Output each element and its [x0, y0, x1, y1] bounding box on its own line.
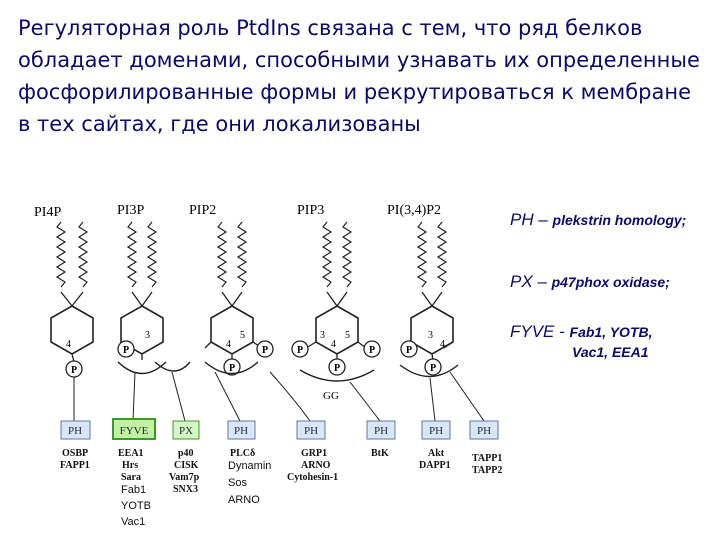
domain-box-ph-4 [366, 420, 396, 440]
lipid-tails [55, 221, 448, 288]
legend-sep: – [532, 272, 552, 291]
protein-name: Sos [228, 477, 247, 489]
protein-name: EEA1 [118, 448, 144, 459]
protein-name: p40 [178, 448, 194, 459]
ring-position: 5 [345, 330, 350, 341]
phosphate-label: P [430, 363, 436, 374]
domain-box-ph-5 [421, 420, 451, 440]
phosphate-label: P [123, 345, 129, 356]
domain-label: PH [304, 425, 318, 437]
legend-desc: Fab1, YOTB, [569, 324, 653, 340]
protein-name: Dynamin [228, 460, 271, 472]
domain-label: PH [374, 425, 388, 437]
domain-label: PH [68, 425, 82, 437]
protein-name: GRP1 [301, 448, 327, 459]
lipid-label-pip3: PIP3 [297, 203, 324, 218]
legend-sep: – [533, 210, 553, 229]
protein-name: OSBP [62, 448, 88, 459]
ring-position: 3 [145, 330, 150, 341]
ring-position: 4 [66, 339, 71, 350]
legend-abbr: PX [510, 272, 533, 291]
protein-name: ARNO [228, 494, 260, 506]
domain-box-ph-2 [227, 420, 256, 440]
protein-name: Hrs [122, 460, 138, 471]
domain-box-fyve [112, 418, 156, 440]
ring-position-numbers: 4 3 4 5 3 4 5 3 4 [66, 330, 445, 350]
lipid-label-pip2: PIP2 [189, 203, 216, 218]
phosphate-label: P [71, 365, 77, 376]
legend-desc-line2: Vac1, EEA1 [572, 344, 649, 360]
legend-sep: - [554, 322, 570, 341]
domain-label: FYVE [120, 425, 149, 437]
ring-position: 3 [320, 330, 325, 341]
phosphate-label: P [262, 345, 268, 356]
domain-label: PX [179, 425, 193, 437]
domain-labels: PH FYVE PX PH PH PH PH PH [68, 425, 491, 437]
protein-name: DAPP1 [419, 460, 451, 471]
protein-name: SNX3 [173, 484, 198, 495]
protein-name: FAPP1 [60, 460, 90, 471]
protein-name: Vam7p [169, 472, 200, 483]
inositol-rings [50, 305, 454, 355]
binding-pockets [117, 361, 459, 382]
phosphate-label: P [369, 345, 375, 356]
domain-box-ph-3 [296, 420, 326, 440]
legend-px: PX – p47phox oxidase; [510, 272, 670, 292]
protein-name: Fab1 [121, 484, 146, 496]
protein-name: TAPP2 [472, 465, 502, 476]
lipid-linkers [60, 291, 443, 308]
phosphate-label: P [406, 345, 412, 356]
slide-title: Регуляторная роль PtdIns связана с тем, … [18, 16, 700, 136]
protein-name: Cytohesin-1 [287, 472, 338, 483]
domain-box-ph-1 [60, 420, 91, 440]
domain-box-ph-6 [469, 420, 499, 440]
ring-position: 5 [240, 330, 245, 341]
added-protein-names: Fab1 YOTB Vac1 Dynamin Sos ARNO [121, 460, 271, 528]
ring-position: 4 [226, 339, 231, 350]
ring-position: 4 [440, 339, 445, 350]
protein-name: ARNO [301, 460, 331, 471]
domain-label: PH [429, 425, 443, 437]
phosphate-label: P [334, 363, 340, 374]
legend-abbr: PH [510, 210, 534, 229]
binding-connectors [73, 371, 485, 422]
protein-name: Sara [121, 472, 141, 483]
protein-name: CISK [174, 460, 199, 471]
protein-name: TAPP1 [472, 453, 502, 464]
legend-abbr: FYVE [510, 322, 555, 341]
protein-name: PLCδ [230, 448, 255, 459]
gg-label: GG [323, 390, 339, 402]
lipid-label-pi3p: PI3P [117, 203, 144, 218]
domain-label: PH [234, 425, 248, 437]
protein-name: BtK [371, 448, 389, 459]
phosphate-label: P [297, 345, 303, 356]
protein-name: Akt [428, 448, 445, 459]
legend-fyve: FYVE - Fab1, YOTB, Vac1, EEA1 [510, 322, 653, 360]
legend-ph: PH – plekstrin homology; [510, 210, 686, 230]
ring-position: 3 [428, 330, 433, 341]
phosphate-label: P [229, 363, 235, 374]
lipid-label-pi4p: PI4P [34, 205, 61, 220]
phosphate-groups [65, 340, 442, 378]
lipid-label-pi34p2: PI(3,4)P2 [387, 203, 441, 218]
domain-label: PH [477, 425, 491, 437]
phosphate-labels: P P P P P P P P P [71, 345, 436, 376]
protein-name: YOTB [121, 500, 151, 512]
protein-names: OSBP FAPP1 EEA1 Hrs Sara p40 CISK Vam7p … [60, 448, 502, 495]
protein-name: Vac1 [121, 516, 145, 528]
legend-desc: p47phox oxidase; [551, 274, 670, 290]
legend-desc: plekstrin homology; [552, 212, 687, 228]
domain-box-px [172, 420, 200, 440]
ring-position: 4 [331, 339, 336, 350]
